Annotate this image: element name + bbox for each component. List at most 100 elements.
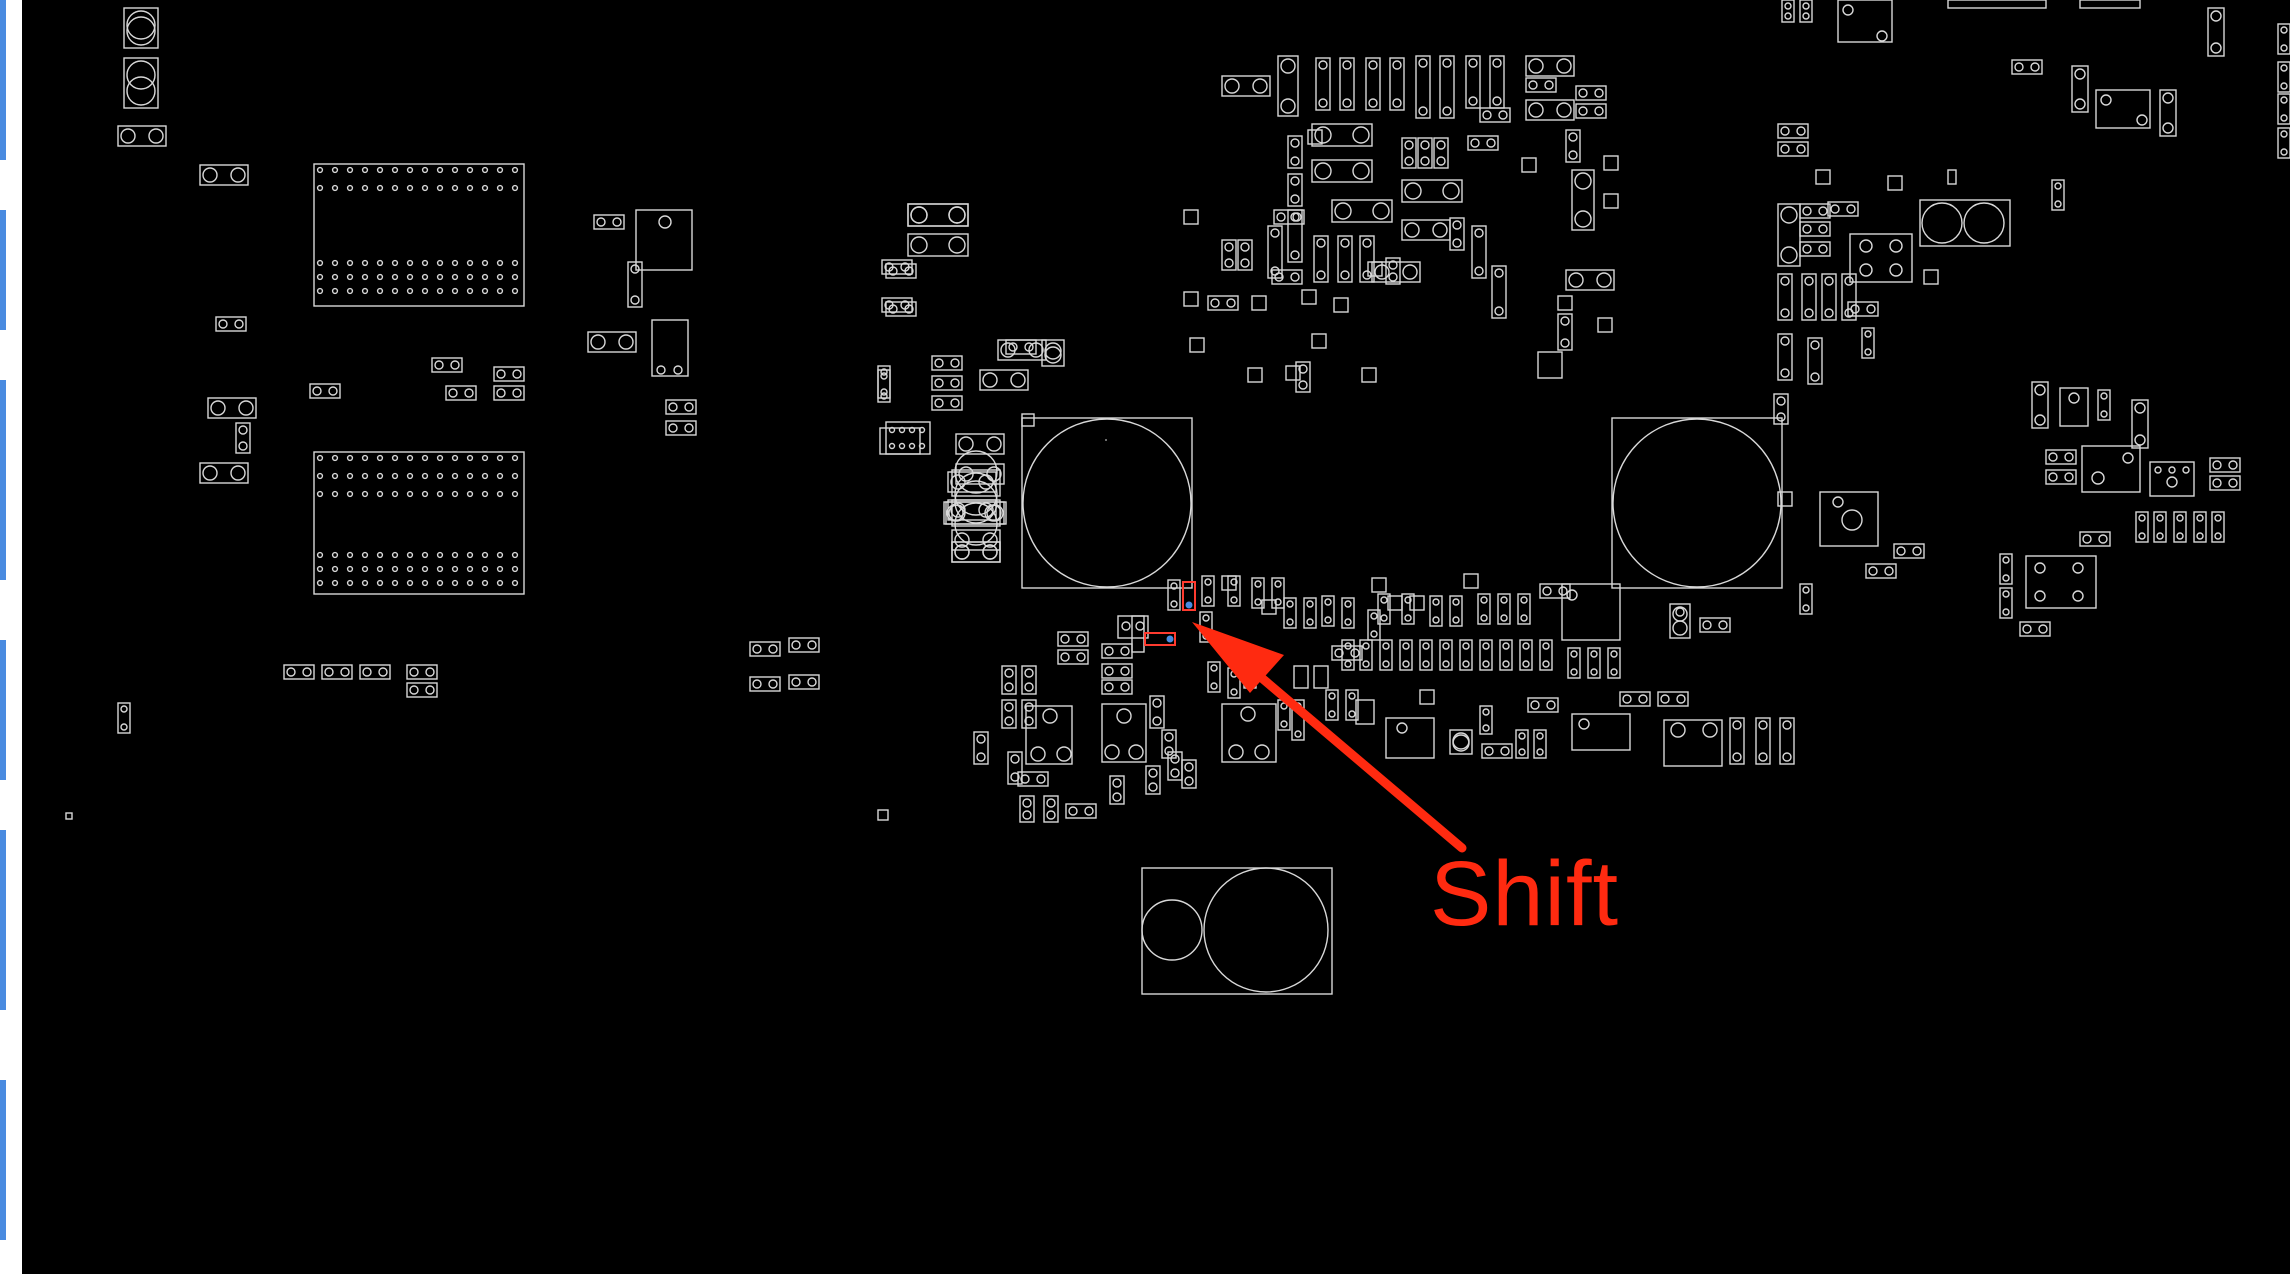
component-outline [1068,806,1078,816]
component-outline [1340,270,1350,280]
component-outline [1189,337,1205,353]
component-outline [1044,346,1062,364]
component-outline [451,551,459,559]
panel-tab[interactable] [0,830,6,1010]
component-outline [2280,130,2288,138]
component-outline [1567,647,1581,679]
component-outline [1368,60,1378,70]
component-outline [1101,679,1133,695]
component-outline [979,369,1029,391]
component-outline [1498,110,1508,120]
component-outline [1780,336,1790,346]
component-outline [1371,577,1387,593]
component-outline [946,504,964,522]
component-outline [126,10,156,40]
component-outline [361,472,369,480]
component-outline [1230,596,1238,604]
component-outline [1065,803,1097,819]
component-outline [1422,660,1430,668]
component-outline [496,551,504,559]
component-outline [1024,682,1034,692]
component-outline [1401,137,1417,169]
component-outline [1237,239,1253,271]
component-outline [391,472,399,480]
component-outline [207,397,257,419]
panel-tab[interactable] [0,1080,6,1240]
component-outline [511,287,519,295]
board-view-canvas[interactable]: Shift [22,0,2290,1274]
component-outline [1348,692,1356,700]
component-outline [1518,732,1526,740]
component-outline [436,166,444,174]
component-outline [2100,94,2112,106]
component-outline [1056,746,1072,762]
arrow-icon [1192,622,1467,853]
panel-tab[interactable] [0,640,6,780]
component-outline [1556,102,1572,118]
component-outline [1230,688,1238,696]
component-outline [1152,716,1162,726]
component-outline [1607,647,1621,679]
component-outline [481,490,489,498]
component-outline [2064,472,2074,482]
component-outline [1594,106,1604,116]
component-outline [1557,295,1573,311]
component-outline [1290,272,1300,282]
component-outline [1328,710,1336,718]
component-outline [1663,719,1723,767]
component-outline [359,664,391,680]
left-panel-edge[interactable] [0,0,22,1274]
panel-tab[interactable] [0,210,6,330]
component-outline [1780,276,1790,286]
component-outline [1729,717,1745,765]
component-outline [199,462,249,484]
component-outline [665,399,697,415]
component-outline [406,472,414,480]
component-outline [451,472,459,480]
component-outline [376,273,384,281]
component-outline [1399,639,1413,671]
component-outline [1452,238,1462,248]
component-outline [496,490,504,498]
component-outline [421,490,429,498]
component-outline [1462,642,1470,650]
component-outline [1112,778,1122,788]
component-outline [1442,58,1452,68]
component-outline [406,682,438,698]
component-outline [1226,298,1236,308]
component-outline [910,206,928,224]
component-outline [1361,367,1377,383]
component-outline [1287,135,1303,169]
component-outline [1183,209,1199,225]
panel-tab[interactable] [0,0,6,160]
component-outline [1334,202,1352,220]
component-outline [1796,126,1806,136]
component-outline [1311,333,1327,349]
component-outline [1578,106,1588,116]
component-outline [1076,634,1086,644]
component-outline [931,395,963,411]
component-outline [1533,729,1547,759]
component-outline [1657,691,1689,707]
component-outline [406,551,414,559]
component-outline [1502,642,1510,650]
pcb-layout[interactable] [22,0,2290,1274]
component-outline [2280,44,2288,52]
component-outline [1568,150,1578,160]
component-outline [421,579,429,587]
component-outline [1896,546,1906,556]
component-outline [1000,342,1016,358]
component-outline [1528,80,1538,90]
component-outline [215,316,247,332]
component-outline [1530,700,1540,710]
component-outline [1274,580,1282,588]
component-outline [496,388,506,398]
component-outline [627,261,643,308]
selected-component[interactable] [1144,581,1196,646]
component-outline [1355,699,1375,725]
component-outline [1571,713,1631,751]
component-outline [1546,700,1556,710]
component-outline [1429,595,1443,627]
panel-tab[interactable] [0,380,6,580]
component-outline [1500,596,1508,604]
